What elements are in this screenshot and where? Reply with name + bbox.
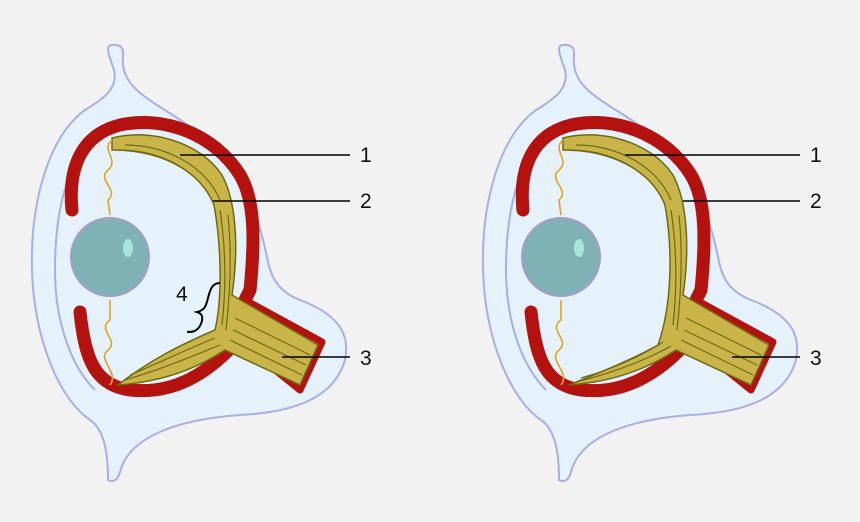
zonule-upper-left	[103, 139, 113, 216]
label-3-right: 3	[810, 347, 822, 370]
eye-panel-left: 1 2 3 4	[30, 43, 372, 483]
eye-panel-right: 1 2 3	[481, 43, 822, 483]
label-2-left: 2	[360, 190, 372, 213]
lens-left	[70, 217, 150, 297]
label-group-right: 1 2 3	[625, 144, 822, 370]
label-4-left: 4	[176, 283, 188, 306]
retina-folds-left	[117, 144, 311, 381]
retina-folds-right	[568, 144, 762, 383]
label-1-right: 1	[810, 144, 822, 167]
sclera-lower-right	[524, 305, 696, 398]
lens-highlight-left	[123, 239, 133, 257]
lens-right	[521, 217, 601, 297]
sclera-upper-left	[64, 115, 260, 307]
zonule-lower-left	[103, 300, 114, 386]
sclera-lower-left	[73, 305, 245, 398]
sclera-upper-right	[515, 115, 711, 307]
zonule-upper-right	[554, 139, 564, 216]
label-group-left: 1 2 3 4	[176, 144, 372, 370]
label-2-right: 2	[810, 190, 822, 213]
label-3-left: 3	[360, 347, 372, 370]
lens-highlight-right	[574, 239, 584, 257]
brace-4-left	[186, 282, 221, 333]
zonule-lower-right	[554, 300, 565, 386]
label-1-left: 1	[360, 144, 372, 167]
